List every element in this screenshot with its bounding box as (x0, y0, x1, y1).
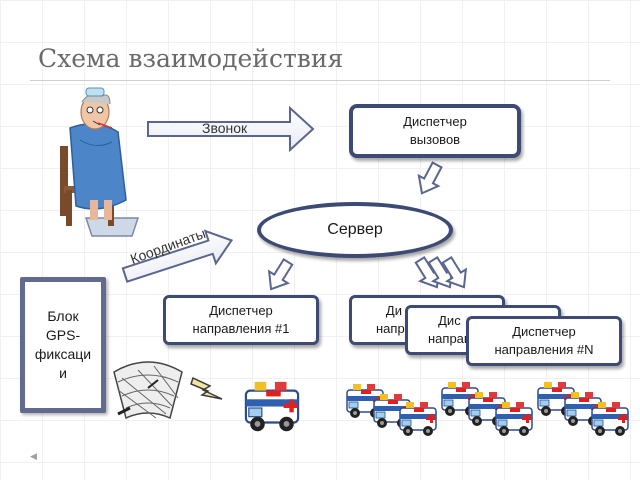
title-divider (30, 80, 610, 81)
gps-block-line1: Блок (47, 308, 79, 324)
dispatcher-to-server-arrow (417, 161, 443, 195)
gps-block-line4: и (59, 365, 67, 381)
gps-block-box: Блок GPS- фиксаци и (20, 277, 106, 413)
call-label: Звонок (202, 120, 248, 136)
call-dispatcher-line2: вызовов (409, 132, 461, 147)
server-to-directionN-arrow (441, 255, 468, 289)
call-arrow (147, 105, 315, 153)
call-dispatcher-box: Диспетчер вызовов (349, 104, 521, 158)
direction-3-line2: направ (428, 331, 471, 346)
direction-1-line2: направления #1 (192, 321, 290, 336)
ambulance-icon (244, 380, 300, 433)
direction-3-line1: Дис (438, 313, 461, 328)
direction-n-line2: направления #N (494, 342, 594, 357)
gps-block-line3: фиксаци (34, 346, 92, 362)
server-node: Сервер (257, 202, 453, 258)
direction-n-box: Диспетчер направления #N (466, 316, 622, 366)
coordinates-arrow (121, 229, 234, 283)
call-dispatcher-line1: Диспетчер (403, 114, 467, 129)
direction-1-line1: Диспетчер (209, 303, 273, 318)
server-to-direction1-arrow (267, 257, 294, 291)
direction-2-line1: Ди (385, 303, 402, 318)
gps-block-line2: GPS- (45, 327, 81, 343)
direction-1-box: Диспетчер направления #1 (163, 295, 319, 345)
server-label: Сервер (327, 221, 383, 238)
direction-2-line2: напра (376, 321, 412, 336)
direction-n-line1: Диспетчер (512, 324, 576, 339)
slide-nav-icon[interactable]: ◀ (30, 452, 37, 462)
slide-title: Схема взаимодействия (38, 44, 344, 73)
